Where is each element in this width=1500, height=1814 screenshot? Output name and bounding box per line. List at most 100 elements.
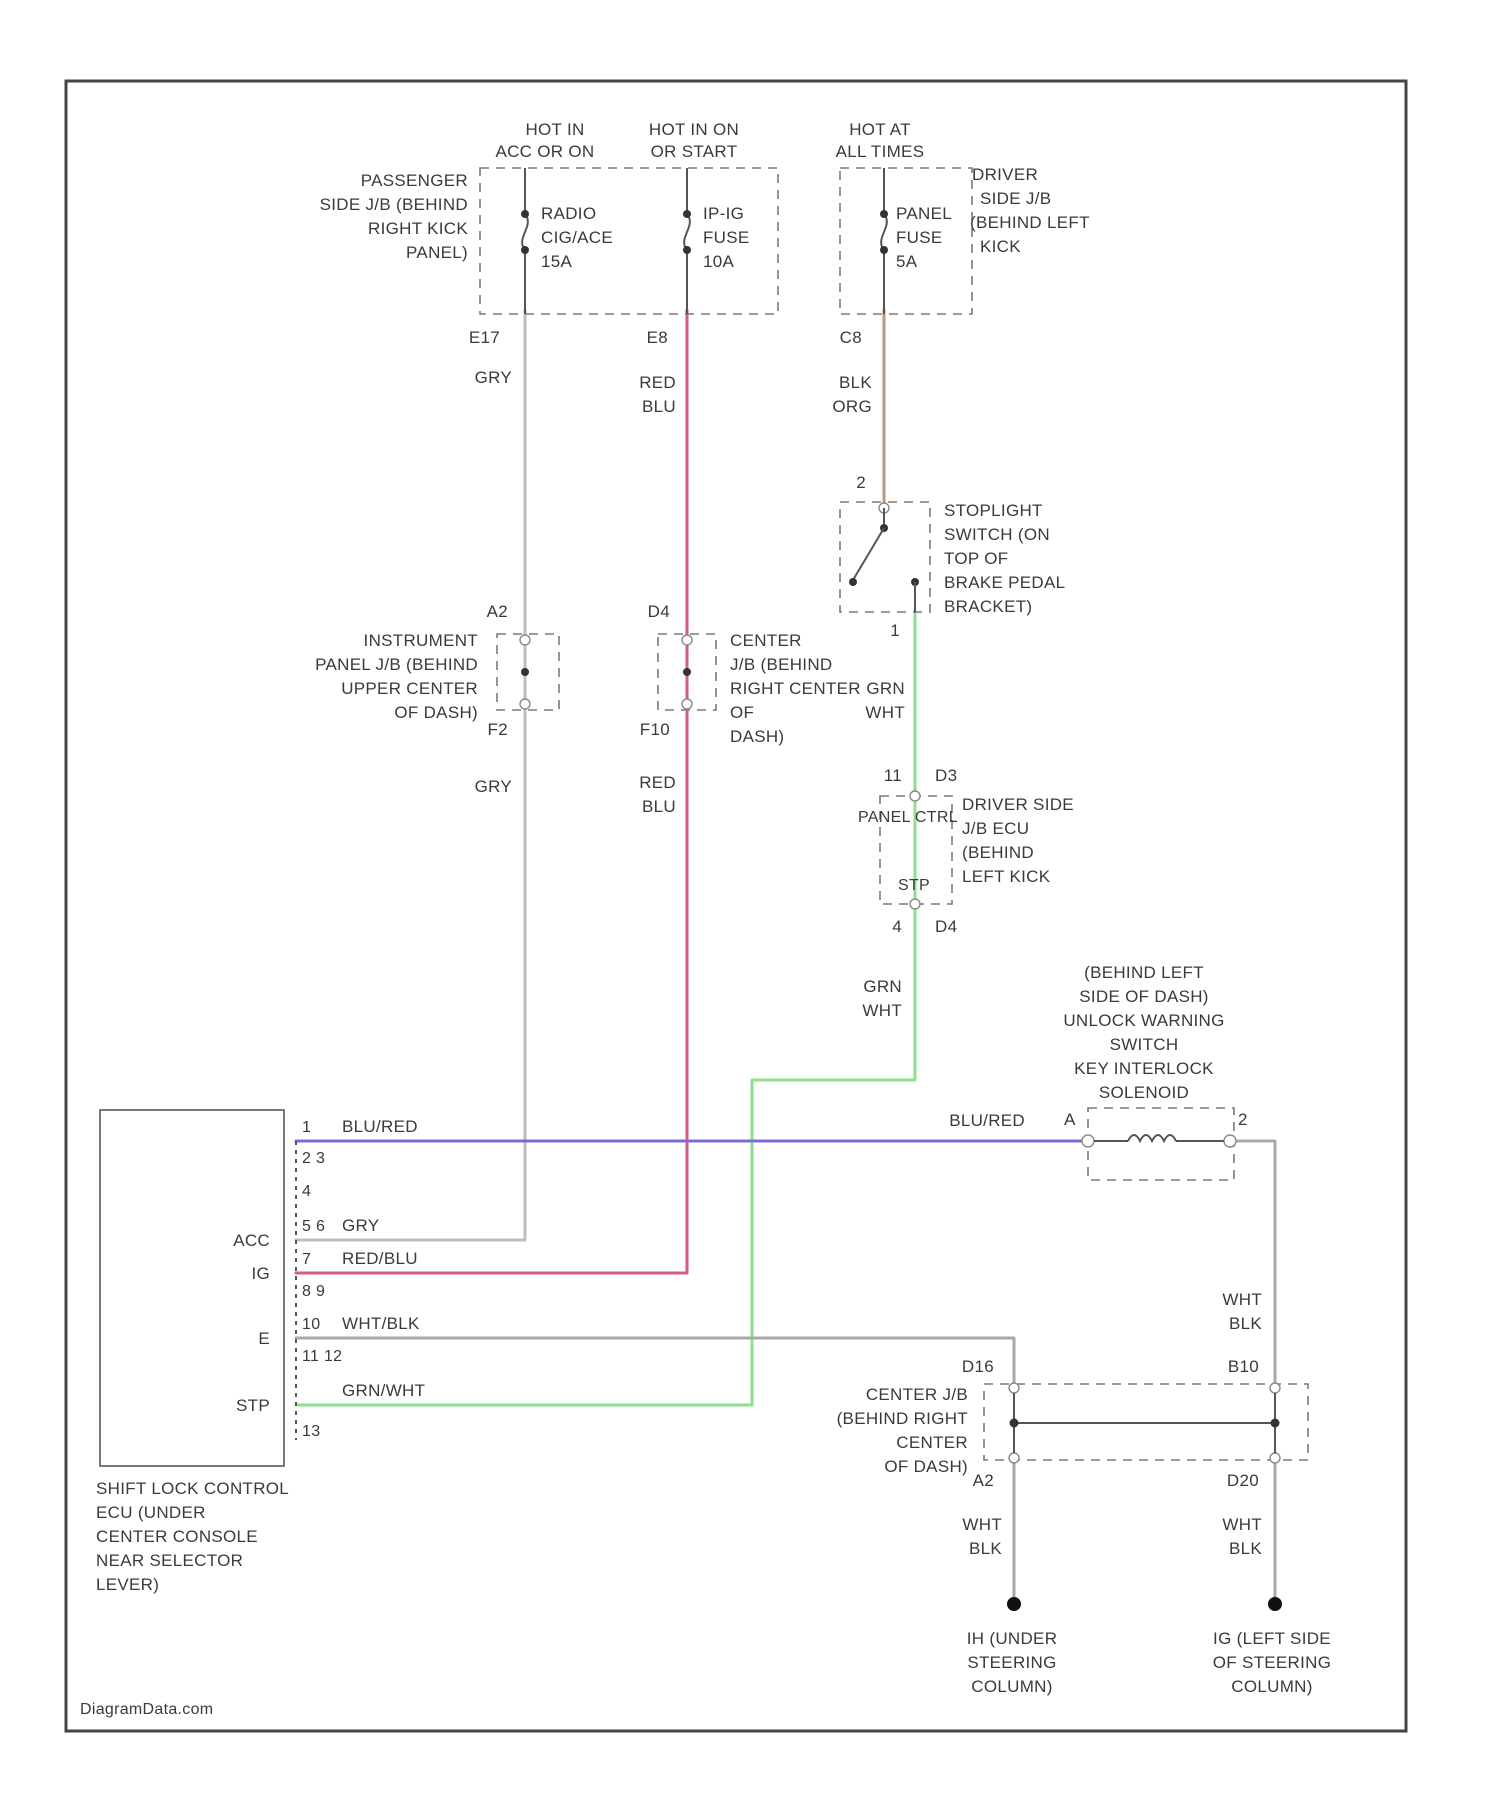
- power-source-acc-on-line1: HOT IN: [525, 120, 584, 139]
- stoplight-label-2: SWITCH (ON: [944, 525, 1050, 544]
- center-jb-upper-label-4: OF: [730, 703, 754, 722]
- fuse2-label-1: IP-IG: [703, 204, 744, 223]
- solenoid-pin-right: 2: [1238, 1110, 1248, 1129]
- passenger-jb-pin1: E17: [469, 328, 500, 347]
- instrument-jb-pin-bottom: F2: [488, 720, 508, 739]
- driver-jb-pin: C8: [840, 328, 862, 347]
- wire-label-grn-wht-2: WHT: [865, 703, 905, 722]
- wire-label-blu-red-right: BLU/RED: [949, 1111, 1025, 1130]
- center-jb-lower-pin-br: D20: [1227, 1471, 1259, 1490]
- stoplight-switch-icon: [849, 503, 919, 612]
- fuse2-label-2: FUSE: [703, 228, 750, 247]
- solenoid-label-6: SOLENOID: [1099, 1083, 1189, 1102]
- wire-label-grn-wht-1: GRN: [866, 679, 905, 698]
- wire-label-wht-blk-right-upper-2: BLK: [1229, 1314, 1262, 1333]
- ground-ig-label-1: IG (LEFT SIDE: [1213, 1629, 1331, 1648]
- driver-jb-label-1: DRIVER: [972, 165, 1038, 184]
- watermark: DiagramData.com: [80, 1701, 213, 1718]
- driver-jb-label-3: (BEHIND LEFT: [970, 213, 1090, 232]
- ground-ig-label-3: COLUMN): [1231, 1677, 1312, 1696]
- wire-wht-blk-solenoid: [1230, 1141, 1275, 1384]
- ecu-wire-label-gry: GRY: [342, 1216, 379, 1235]
- instrument-jb-label-2: PANEL J/B (BEHIND: [315, 655, 478, 674]
- ecu-terminal-ig: IG: [251, 1264, 270, 1283]
- solenoid-label-5: KEY INTERLOCK: [1074, 1059, 1214, 1078]
- fuse-panel-icon: [880, 168, 888, 314]
- fuse1-label-2: CIG/ACE: [541, 228, 613, 247]
- fuse3-label-3: 5A: [896, 252, 918, 271]
- stoplight-label-1: STOPLIGHT: [944, 501, 1043, 520]
- solenoid-coil-icon: [1082, 1135, 1236, 1147]
- ecu-wire-label-red-blu: RED/BLU: [342, 1249, 418, 1268]
- ecu-pin-8-9: 8 9: [302, 1283, 325, 1300]
- stoplight-label-3: TOP OF: [944, 549, 1008, 568]
- center-jb-upper-pin-bottom: F10: [640, 720, 670, 739]
- driver-jb-label-4: KICK: [980, 237, 1021, 256]
- wire-label-wht-blk-ground1-2: BLK: [969, 1539, 1002, 1558]
- ecu-pin-1: 1: [302, 1119, 311, 1136]
- ecu-label-2: ECU (UNDER: [96, 1503, 206, 1522]
- wire-label-wht-blk-ground2-1: WHT: [1222, 1515, 1262, 1534]
- ecu-pin-4: 4: [302, 1183, 311, 1200]
- ecu-label-1: SHIFT LOCK CONTROL: [96, 1479, 289, 1498]
- solenoid-box: [1088, 1108, 1234, 1180]
- center-jb-upper-label-1: CENTER: [730, 631, 802, 650]
- ecu-wire-label-blu-red: BLU/RED: [342, 1117, 418, 1136]
- ecu-label-3: CENTER CONSOLE: [96, 1527, 258, 1546]
- ecu-wire-label-wht-blk: WHT/BLK: [342, 1314, 420, 1333]
- passenger-jb-pin2: E8: [647, 328, 668, 347]
- wire-gry: [296, 310, 525, 1240]
- center-jb-lower-label-4: OF DASH): [884, 1457, 968, 1476]
- stoplight-pin-bottom: 1: [890, 621, 900, 640]
- wire-label-wht-blk-ground1-1: WHT: [962, 1515, 1002, 1534]
- ecu-label-4: NEAR SELECTOR: [96, 1551, 243, 1570]
- stoplight-label-4: BRAKE PEDAL: [944, 573, 1065, 592]
- center-jb-upper-label-3: RIGHT CENTER: [730, 679, 861, 698]
- driver-jb-label-2: SIDE J/B: [980, 189, 1051, 208]
- passenger-jb-label-4: PANEL): [406, 243, 468, 262]
- wire-label-red-blu-upper-2: BLU: [642, 397, 676, 416]
- stoplight-pin-top: 2: [856, 473, 866, 492]
- stoplight-label-5: BRACKET): [944, 597, 1032, 616]
- wire-label-wht-blk-ground2-2: BLK: [1229, 1539, 1262, 1558]
- power-source-on-start-line2: OR START: [651, 142, 738, 161]
- wire-grn-wht: [296, 612, 915, 1405]
- driver-jb-ecu-label-2: J/B ECU: [962, 819, 1029, 838]
- fuse-ip-ig-icon: [683, 168, 691, 314]
- ecu-pin-5-6: 5 6: [302, 1218, 325, 1235]
- ecu-pin-2-3: 2 3: [302, 1150, 325, 1167]
- ground-point-ih-icon: [1007, 1597, 1021, 1611]
- solenoid-label-4: SWITCH: [1110, 1035, 1179, 1054]
- fuse1-label-1: RADIO: [541, 204, 596, 223]
- power-source-all-times-line2: ALL TIMES: [836, 142, 925, 161]
- driver-jb-ecu-pin-bottom: D4: [935, 917, 957, 936]
- ecu-pin-13: 13: [302, 1423, 320, 1440]
- passenger-jb-label-2: SIDE J/B (BEHIND: [320, 195, 468, 214]
- ground-ih-label-2: STEERING: [967, 1653, 1056, 1672]
- instrument-jb-pin-top: A2: [487, 602, 508, 621]
- ecu-terminal-acc: ACC: [233, 1231, 270, 1250]
- power-source-acc-on-line2: ACC OR ON: [495, 142, 594, 161]
- ground-ih-label-1: IH (UNDER: [967, 1629, 1058, 1648]
- ecu-terminal-e: E: [258, 1329, 270, 1348]
- fuse2-label-3: 10A: [703, 252, 735, 271]
- wire-label-grn-wht-lower-2: WHT: [862, 1001, 902, 1020]
- solenoid-label-2: SIDE OF DASH): [1079, 987, 1209, 1006]
- ecu-pin-7: 7: [302, 1251, 311, 1268]
- wire-label-red-blu-upper-1: RED: [639, 373, 676, 392]
- ecu-label-5: LEVER): [96, 1575, 159, 1594]
- passenger-jb-label-1: PASSENGER: [361, 171, 468, 190]
- driver-jb-ecu-label-3: (BEHIND: [962, 843, 1034, 862]
- center-jb-lower-pin-tr: B10: [1228, 1357, 1259, 1376]
- wire-label-red-blu-mid-2: BLU: [642, 797, 676, 816]
- center-jb-lower-pin-bl: A2: [973, 1471, 994, 1490]
- ecu-pin-10: 10: [302, 1316, 320, 1333]
- ecu-terminal-stp: STP: [236, 1396, 270, 1415]
- wire-wht-blk-ecu: [296, 1338, 1014, 1384]
- driver-jb-ecu-pin-bottom-num: 4: [892, 917, 902, 936]
- fuse-radio-cig-icon: [521, 168, 529, 314]
- driver-jb-ecu-pin-top: D3: [935, 766, 957, 785]
- center-jb-lower-label-1: CENTER J/B: [866, 1385, 968, 1404]
- ground-point-ig-icon: [1268, 1597, 1282, 1611]
